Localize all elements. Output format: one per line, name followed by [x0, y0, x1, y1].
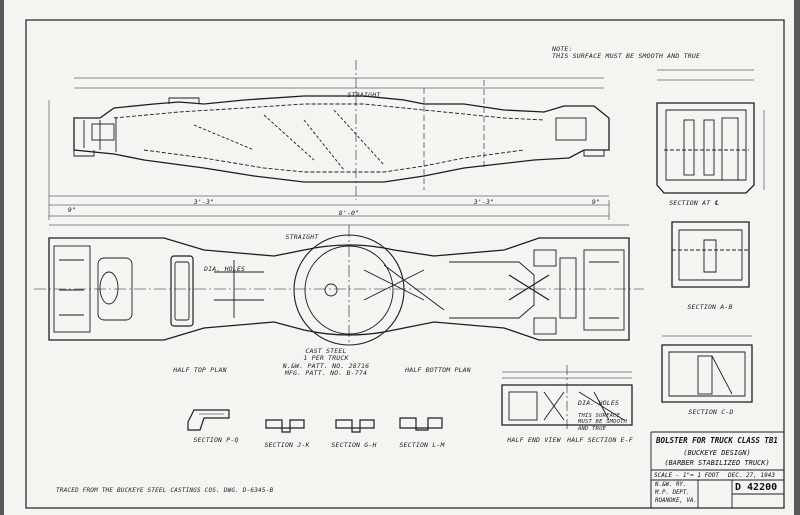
- half-end-view: [501, 365, 633, 430]
- title: BOLSTER FOR TRUCK CLASS TB1: [656, 436, 778, 445]
- railway: N.&W. RY.: [655, 482, 687, 488]
- side-elevation: [48, 60, 610, 220]
- section-p-q: [187, 409, 230, 431]
- dim-overall: 8'-0": [338, 209, 360, 217]
- scale: SCALE - 1"= 1 FOOT: [654, 472, 720, 479]
- label-section-p-q: SECTION P-Q: [193, 436, 239, 444]
- label-half-bottom-plan: HALF BOTTOM PLAN: [405, 366, 471, 374]
- label-section-c-d: SECTION C-D: [688, 408, 734, 416]
- dim-straight-plan: STRAIGHT: [285, 233, 319, 241]
- label-half-top-plan: HALF TOP PLAN: [173, 366, 227, 374]
- section-j-k: [265, 419, 305, 433]
- surface-note: NOTE: THIS SURFACE MUST BE SMOOTH AND TR…: [552, 45, 701, 61]
- material-note: CAST STEEL 1 PER TRUCK N.&W. PATT. NO. 2…: [282, 347, 370, 378]
- dim-straight-elevation: STRAIGHT: [347, 91, 381, 99]
- hole-note-end: DIA. HOLES: [578, 399, 620, 407]
- dim-end-left: 9": [67, 206, 77, 214]
- location: ROANOKE, VA.: [655, 498, 697, 504]
- drawing-number: D 42200: [735, 482, 778, 493]
- dim-half-left: 3'-3": [193, 198, 215, 206]
- date: DEC. 27, 1943: [728, 472, 775, 479]
- label-section-j-k: SECTION J-K: [264, 441, 310, 449]
- subtitle-2: (BARBER STABILIZED TRUCK): [664, 459, 770, 467]
- label-half-end-view: HALF END VIEW: [507, 436, 561, 444]
- section-g-h: [335, 419, 375, 433]
- traced-note: TRACED FROM THE BUCKEYE STEEL CASTINGS C…: [56, 487, 274, 494]
- hole-note: DIA. HOLES: [204, 265, 246, 273]
- drawing-sheet: NOTE: THIS SURFACE MUST BE SMOOTH AND TR…: [4, 0, 794, 515]
- title-block-frame: [650, 431, 784, 508]
- plan-view: [34, 224, 644, 346]
- section-c-d: [661, 335, 753, 403]
- dim-end-right: 9": [591, 198, 601, 206]
- section-l-m: [399, 417, 443, 431]
- dept: M.P. DEPT.: [655, 490, 690, 496]
- surface-note-end: THIS SURFACE MUST BE SMOOTH AND TRUE: [578, 413, 628, 432]
- section-at-center: [656, 69, 765, 194]
- dim-half-right: 3'-3": [473, 198, 495, 206]
- section-a-b: [671, 221, 750, 288]
- label-section-at-center: SECTION AT ℄: [669, 199, 719, 207]
- label-section-g-h: SECTION G-H: [331, 441, 377, 449]
- subtitle-1: (BUCKEYE DESIGN): [683, 449, 751, 457]
- label-half-section-e-f: HALF SECTION E-F: [567, 436, 633, 444]
- engineering-drawing: [25, 19, 785, 509]
- label-section-l-m: SECTION L-M: [399, 441, 445, 449]
- border: [25, 19, 785, 509]
- label-section-a-b: SECTION A-B: [687, 303, 733, 311]
